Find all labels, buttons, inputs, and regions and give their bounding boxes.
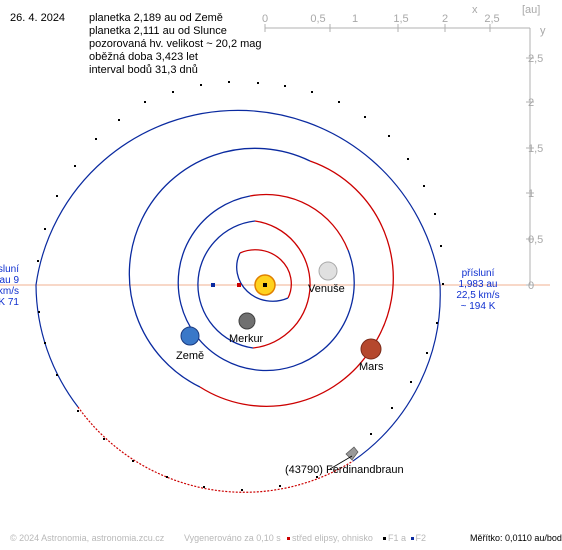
- x-tick-0-5: 0,5: [310, 13, 325, 25]
- y-tick-2: 2: [528, 97, 534, 109]
- asteroid-orbit-blue-lower: [352, 284, 441, 462]
- x-tick-2: 2: [442, 13, 448, 25]
- focus-f1-marker: [263, 283, 267, 287]
- y-tick-2-5: 2,5: [528, 53, 543, 65]
- x-tick-1-5: 1,5: [393, 13, 408, 25]
- ellipse-center-marker: [237, 283, 241, 287]
- f1-marker-icon: [383, 537, 386, 541]
- y-tick-0-5: 0,5: [528, 234, 543, 246]
- aphelion-temperature: 71 K: [0, 297, 19, 308]
- mars-orbit-blue: [128, 147, 311, 388]
- aphelion-info: ísluní 9 au km/s 71 K: [0, 264, 19, 308]
- perihelion-temperature: ~ 194 K: [460, 301, 496, 312]
- earth-orbit-blue: [177, 195, 355, 372]
- solar-system-canvas: 0 0,5 1 1,5 2 2,5 x [au] y 2,5 2 1,5 1 0…: [0, 4, 550, 493]
- mercury-icon: [238, 312, 256, 330]
- info-magnitude: pozorovaná hv. velikost ~ 20,2 mag: [89, 38, 262, 50]
- y-tick-1-5: 1,5: [528, 143, 543, 155]
- y-tick-0: 0: [528, 280, 534, 292]
- y-axis-label: y: [540, 25, 546, 37]
- asteroid-icon: [345, 446, 359, 461]
- venus-icon: [318, 261, 338, 281]
- footer-scale: Měřítko: 0,0110 au/bod: [470, 533, 562, 543]
- legend-center-label: střed elipsy, ohnisko: [292, 533, 373, 543]
- asteroid-pointer: [329, 455, 353, 470]
- legend-f2-label: F2: [415, 533, 427, 543]
- mars-orbit-red-lower: [199, 348, 372, 407]
- footer-generated: Vygenerováno za 0,10 s: [184, 533, 281, 543]
- focus-f2-marker: [211, 283, 215, 287]
- x-tick-1: 1: [352, 13, 358, 25]
- x-axis-label: x: [472, 4, 478, 16]
- perihelion-speed: 22,5 km/s: [456, 290, 500, 301]
- footer-legend-center: střed elipsy, ohnisko: [287, 533, 373, 543]
- y-tick-1: 1: [528, 188, 534, 200]
- earth-label: Země: [176, 350, 204, 362]
- aphelion-speed: km/s: [0, 286, 19, 297]
- info-distance-sun: planetka 2,111 au od Slunce: [89, 25, 227, 37]
- aphelion-distance: 9 au: [0, 275, 19, 286]
- info-period: oběžná doba 3,423 let: [89, 51, 198, 63]
- venus-orbit-blue: [197, 220, 256, 349]
- info-interval: interval bodů 31,3 dnů: [89, 64, 198, 76]
- legend-f1-label: F1 a: [388, 533, 407, 543]
- date-label: 26. 4. 2024: [10, 12, 66, 24]
- asteroid-orbit-red: [77, 406, 354, 493]
- x-tick-0: 0: [262, 13, 268, 25]
- perihelion-distance: 1,983 au: [458, 279, 498, 290]
- asteroid-orbit-blue: [35, 109, 441, 408]
- asteroid-info: planetka 2,189 au od Země planetka 2,111…: [89, 12, 262, 77]
- center-marker-icon: [287, 537, 290, 541]
- mars-label: Mars: [359, 361, 384, 373]
- earth-icon: [180, 326, 200, 346]
- aphelion-title: ísluní: [0, 264, 19, 275]
- mercury-orbit-blue: [236, 252, 289, 302]
- venus-label: Venuše: [308, 283, 345, 295]
- mercury-orbit: [239, 249, 292, 299]
- axis-unit: [au]: [522, 4, 540, 16]
- mars-orbit: [309, 160, 394, 350]
- mercury-label: Merkur: [229, 333, 264, 345]
- mars-icon: [360, 338, 382, 360]
- asteroid-orbit-points: [37, 81, 444, 491]
- earth-orbit: [249, 193, 349, 251]
- info-distance-earth: planetka 2,189 au od Země: [89, 12, 223, 24]
- perihelion-title: přísluní: [461, 268, 495, 279]
- f2-marker-icon: [410, 537, 414, 541]
- footer-legend-foci: F1 a F2: [383, 533, 426, 543]
- perihelion-info: přísluní 1,983 au 22,5 km/s ~ 194 K: [447, 268, 509, 312]
- asteroid-label: (43790) Ferdinandbraun: [285, 464, 404, 476]
- venus-orbit: [252, 220, 311, 349]
- x-tick-2-5: 2,5: [484, 13, 499, 25]
- footer-copyright: © 2024 Astronomia, astronomia.zcu.cz: [10, 533, 165, 543]
- axis-y: [526, 28, 534, 286]
- axis-x: [264, 24, 530, 32]
